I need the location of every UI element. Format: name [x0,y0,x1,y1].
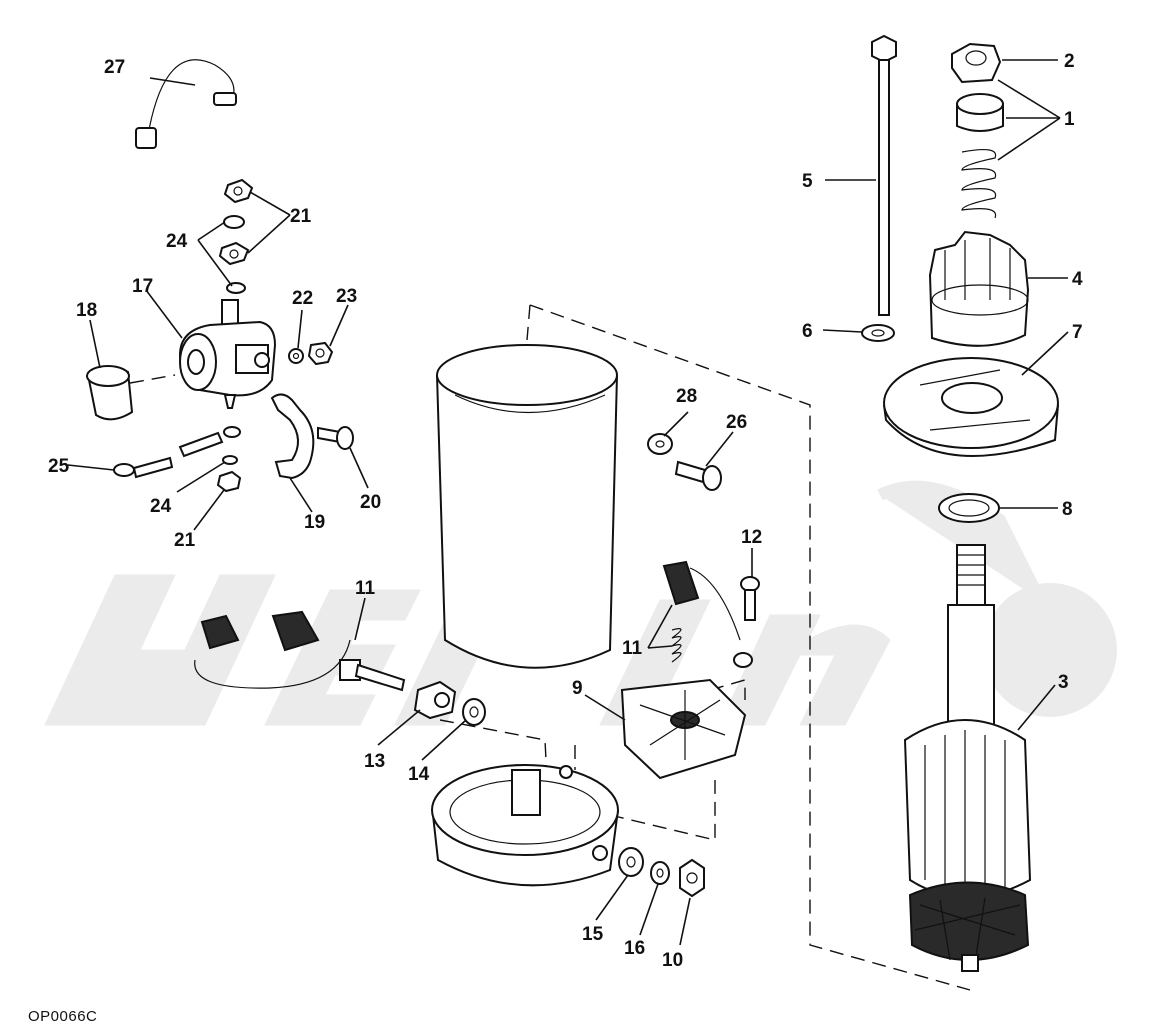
callout-17: 17 [132,276,153,297]
callout-12: 12 [741,527,762,548]
callout-3: 3 [1058,672,1069,693]
drive-end-cap [883,357,1059,457]
callout-15: 15 [582,924,604,945]
callout-24-bottom: 24 [150,496,172,517]
document-code: OP0066C [28,1008,98,1025]
callout-16: 16 [624,938,645,959]
small-nuts-22-23 [288,341,334,366]
lower-washers-and-nut [618,847,705,898]
callout-13: 13 [364,751,385,772]
starter-frame [436,344,618,669]
assembly-dashed-lines [129,304,971,991]
thrust-washer [938,493,1000,523]
callout-labels: 2 1 5 4 6 7 8 3 27 21 24 17 18 22 23 25 … [48,51,1083,971]
drive-pinion [928,230,1030,347]
callout-18: 18 [76,300,97,321]
callout-26: 26 [726,412,747,433]
callout-11-right: 11 [622,638,643,659]
callout-7: 7 [1072,322,1083,343]
bolt-washer [861,324,895,342]
callout-22: 22 [292,288,313,309]
washer-and-bolt-28-26 [647,433,722,491]
pinion-nut-and-spring [951,42,1004,219]
bracket-screw [317,426,354,450]
terminal-block-and-washer [413,680,486,726]
callout-19: 19 [304,512,325,533]
leader-lines [67,59,1069,946]
callout-28: 28 [676,386,697,407]
mounting-bracket [270,393,315,480]
brush-set-left [194,610,406,692]
solenoid [178,299,277,409]
callout-25: 25 [48,456,70,477]
armature [903,544,1032,972]
callout-21-top: 21 [290,206,312,227]
brush-holder [620,678,747,780]
callout-2: 2 [1064,51,1075,72]
battery-cable [113,426,242,493]
callout-14: 14 [408,764,430,785]
brush-screw [740,576,760,621]
callout-10: 10 [662,950,683,971]
ground-wire [135,59,237,149]
callout-27: 27 [104,57,125,78]
callout-5: 5 [802,171,813,192]
callout-20: 20 [360,492,381,513]
end-cap-housing [431,764,619,887]
callout-24-top: 24 [166,231,188,252]
callout-23: 23 [336,286,357,307]
callout-11-left: 11 [355,578,376,599]
callout-21-bottom: 21 [174,530,196,551]
callout-1: 1 [1064,109,1075,130]
callout-4: 4 [1072,269,1083,290]
through-bolt [871,34,897,316]
callout-8: 8 [1062,499,1073,520]
solenoid-boot [86,365,134,421]
callout-9: 9 [572,678,583,699]
callout-6: 6 [802,321,813,342]
